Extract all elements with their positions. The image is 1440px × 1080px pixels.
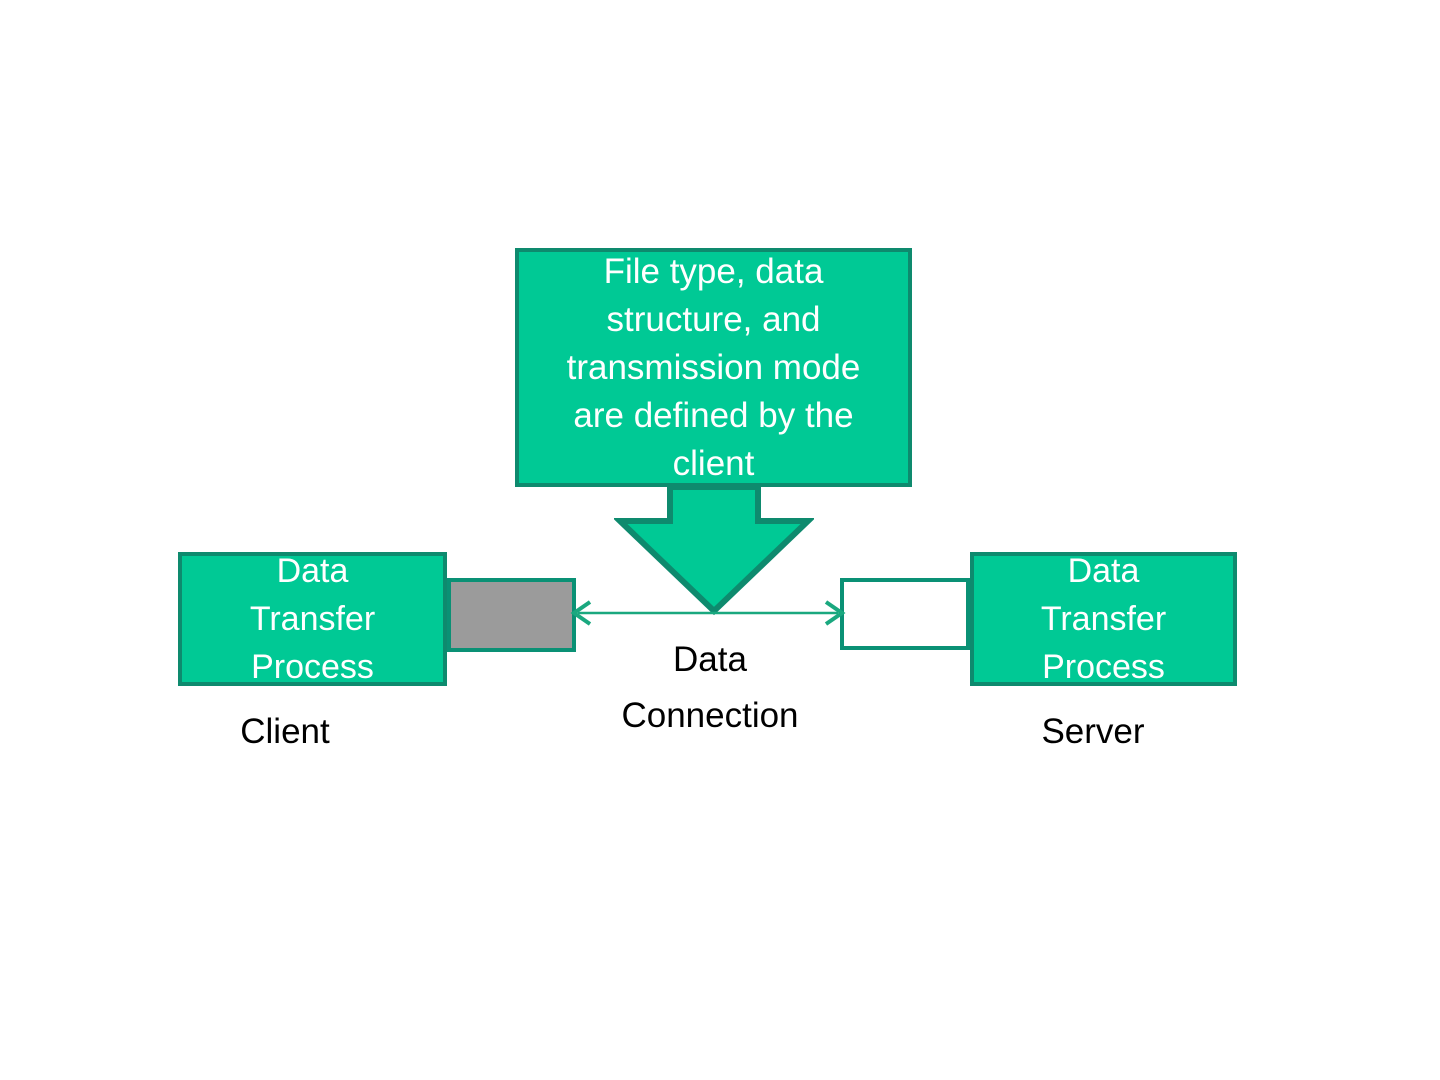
client-parameters-callout-text: File type, data structure, and transmiss…	[566, 251, 861, 483]
client-data-transfer-process-label: Data Transfer Process	[249, 552, 376, 686]
server-data-port	[840, 578, 970, 650]
data-connection-label: Data Connection	[621, 640, 799, 735]
data-connection-line	[566, 592, 850, 634]
server-data-transfer-process-label: Data Transfer Process	[1040, 552, 1167, 686]
client-data-port	[447, 578, 576, 652]
server-data-transfer-process-box: Data Transfer Process	[970, 552, 1237, 686]
client-parameters-callout: File type, data structure, and transmiss…	[515, 248, 912, 487]
down-block-arrow-icon	[612, 481, 816, 617]
arrowhead-left-icon	[570, 600, 592, 626]
server-side-label: Server	[1041, 712, 1145, 751]
client-data-transfer-process-box: Data Transfer Process	[178, 552, 447, 686]
client-side-label: Client	[240, 712, 330, 751]
arrowhead-right-icon	[824, 600, 846, 626]
